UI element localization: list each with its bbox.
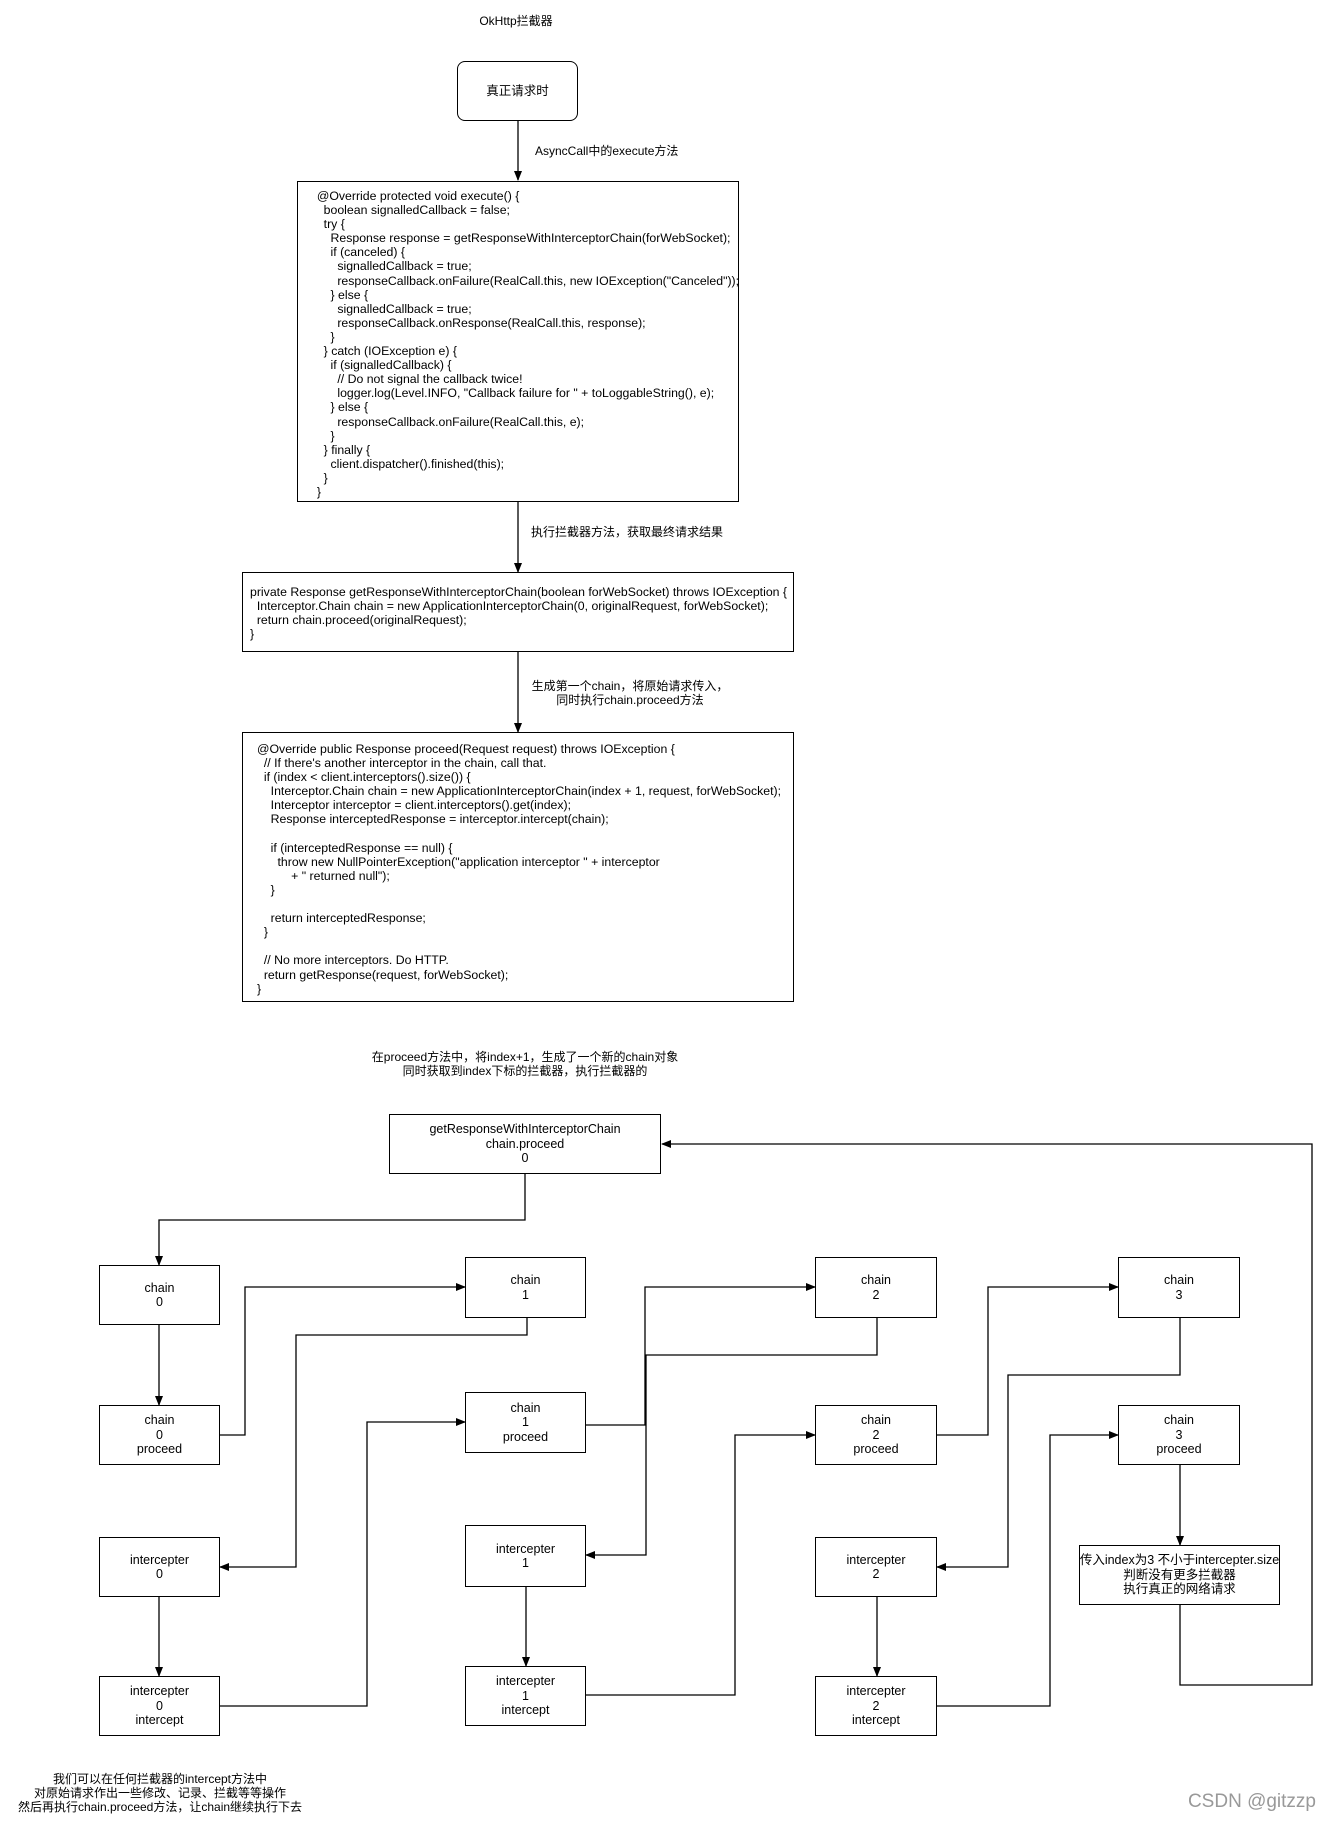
code-execute-method: @Override protected void execute() { boo… bbox=[297, 181, 739, 502]
code-get-response-method: private Response getResponseWithIntercep… bbox=[242, 572, 794, 652]
chain-0-proceed-node: chain 0 proceed bbox=[99, 1405, 220, 1465]
arrow-chain2-proceed-to-chain3 bbox=[937, 1283, 1119, 1436]
watermark: CSDN @gitzzp bbox=[1187, 1791, 1316, 1812]
arrow-chain0-proceed-to-chain1 bbox=[220, 1283, 466, 1436]
arrow-interceptor1-intercept-to-chain2-proceed bbox=[586, 1431, 816, 1696]
code-proceed-method: @Override public Response proceed(Reques… bbox=[242, 732, 794, 1002]
chain-2-node: chain 2 bbox=[815, 1257, 937, 1318]
interceptor-2-intercept-node: intercepter 2 intercept bbox=[815, 1676, 937, 1736]
arrow-interceptor0-intercept-to-chain1-proceed bbox=[220, 1418, 466, 1707]
arrow-interceptor2-intercept-to-chain3-proceed bbox=[937, 1431, 1119, 1707]
bottom-note: 我们可以在任何拦截器的intercept方法中 对原始请求作出一些修改、记录、拦… bbox=[17, 1772, 303, 1814]
edge-label-get-response: 执行拦截器方法，获取最终请求结果 bbox=[531, 525, 724, 539]
interceptor-2-node: intercepter 2 bbox=[815, 1537, 937, 1597]
start-node: 真正请求时 bbox=[457, 61, 578, 121]
edge-label-execute: AsyncCall中的execute方法 bbox=[535, 144, 679, 158]
arrow-chain1-to-interceptor0 bbox=[219, 1318, 528, 1571]
chain-3-node: chain 3 bbox=[1118, 1257, 1240, 1318]
chain-2-proceed-node: chain 2 proceed bbox=[815, 1405, 937, 1465]
interceptor-0-node: intercepter 0 bbox=[99, 1537, 220, 1597]
arrow-root-to-chain0 bbox=[155, 1174, 526, 1266]
final-network-request-node: 传入index为3 不小于intercepter.size 判断没有更多拦截器 … bbox=[1079, 1545, 1280, 1605]
arrow-chain3-to-interceptor2 bbox=[936, 1318, 1181, 1571]
interceptor-0-intercept-node: intercepter 0 intercept bbox=[99, 1676, 220, 1736]
edge-label-proceed: 生成第一个chain，将原始请求传入， 同时执行chain.proceed方法 bbox=[531, 679, 729, 707]
chain-0-node: chain 0 bbox=[99, 1265, 220, 1325]
arrow-chain1-proceed-to-chain2 bbox=[586, 1283, 816, 1426]
chain-3-proceed-node: chain 3 proceed bbox=[1118, 1405, 1240, 1465]
interceptor-1-intercept-node: intercepter 1 intercept bbox=[465, 1666, 586, 1726]
chain-1-proceed-node: chain 1 proceed bbox=[465, 1392, 586, 1453]
interceptor-1-node: intercepter 1 bbox=[465, 1525, 586, 1587]
root-chain-node: getResponseWithInterceptorChain chain.pr… bbox=[389, 1114, 661, 1174]
arrow-final-to-root bbox=[661, 1140, 1313, 1686]
arrow-chain2-to-interceptor1 bbox=[585, 1318, 878, 1559]
diagram-title: OkHttp拦截器 bbox=[479, 14, 553, 28]
chain-1-node: chain 1 bbox=[465, 1257, 586, 1318]
section-note: 在proceed方法中，将index+1，生成了一个新的chain对象 同时获取… bbox=[371, 1050, 679, 1078]
